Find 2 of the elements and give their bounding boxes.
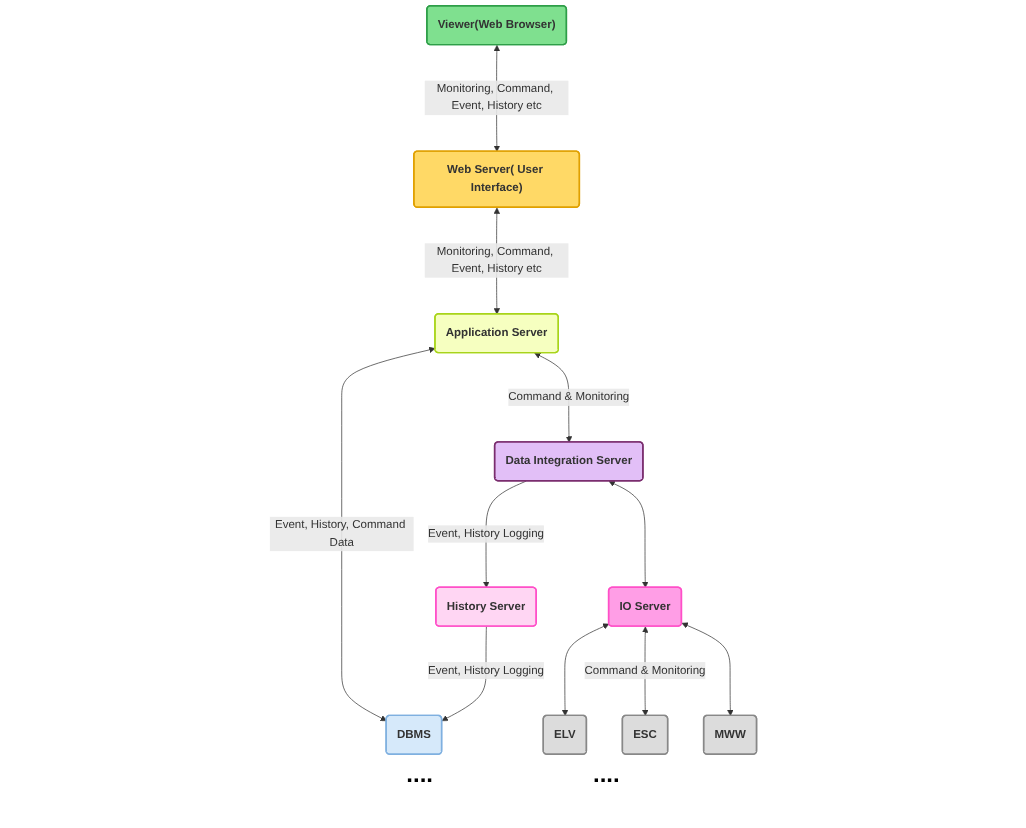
ellipsis-text: ....	[593, 760, 620, 788]
ellipsis-text: ....	[406, 760, 433, 788]
